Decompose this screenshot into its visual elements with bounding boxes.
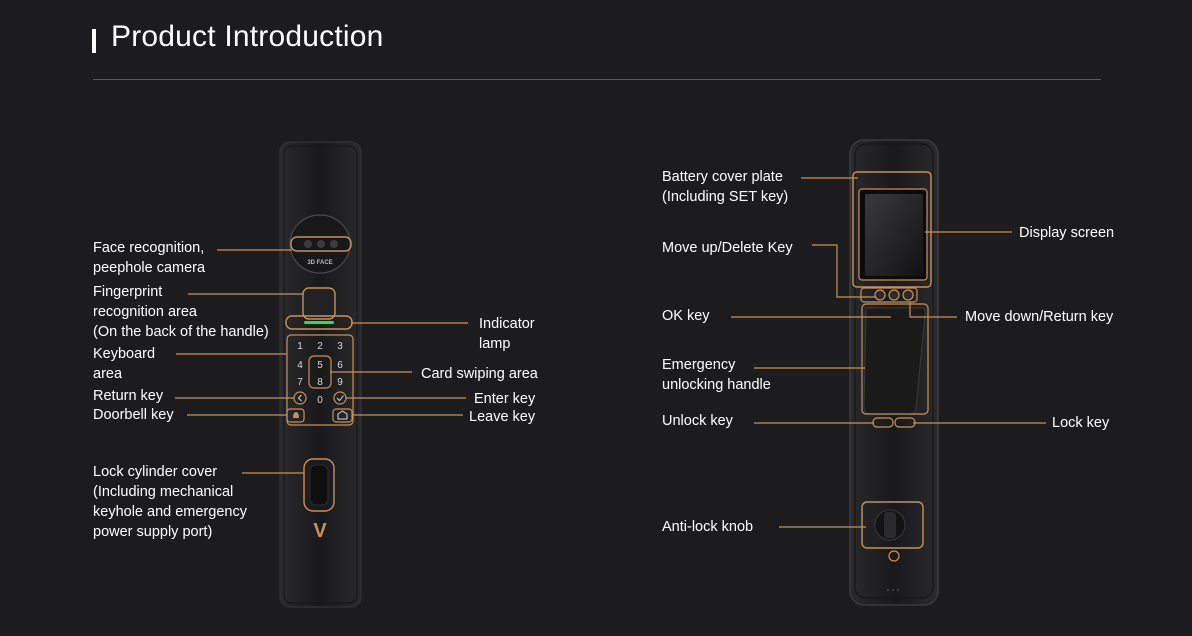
keypad: 1 2 3 4 5 6 7 8 9 0 bbox=[286, 334, 354, 426]
back-leader-lines bbox=[731, 177, 1046, 528]
keypad-digit: 0 bbox=[317, 395, 323, 406]
keypad-digit: 9 bbox=[337, 377, 343, 388]
label-ok-key: OK key bbox=[662, 308, 710, 324]
front-lock: 3D FACE 1 2 3 4 5 6 7 8 9 0 bbox=[175, 141, 468, 608]
battery-cover-icon bbox=[852, 171, 932, 288]
label-fingerprint: Fingerprint recognition area (On the bac… bbox=[93, 284, 269, 340]
display-screen-icon bbox=[858, 188, 928, 281]
label-battery-cover: Battery cover plate (Including SET key) bbox=[662, 169, 789, 205]
keypad-digit: 7 bbox=[297, 377, 303, 388]
front-leader-lines bbox=[175, 249, 468, 474]
page-title: Product Introduction bbox=[111, 20, 384, 53]
ok-key-icon bbox=[888, 289, 900, 301]
keypad-digit: 8 bbox=[317, 377, 323, 388]
label-face-recognition: Face recognition, peephole camera bbox=[93, 240, 206, 276]
title-divider bbox=[93, 79, 1101, 80]
label-unlock-key: Unlock key bbox=[662, 413, 733, 429]
camera-icon: 3D FACE bbox=[289, 214, 352, 274]
label-card-swiping-area: Card swiping area bbox=[421, 366, 538, 382]
logo: V bbox=[313, 520, 327, 542]
label-move-up-key: Move up/Delete Key bbox=[662, 240, 793, 256]
label-leave-key: Leave key bbox=[469, 409, 536, 425]
keypad-digit: 1 bbox=[297, 341, 303, 352]
keypad-digit: 4 bbox=[297, 360, 303, 371]
label-indicator-lamp: Indicator lamp bbox=[479, 316, 535, 352]
label-enter-key: Enter key bbox=[474, 391, 536, 407]
back-lock bbox=[731, 139, 1046, 606]
fingerprint-icon bbox=[302, 287, 336, 320]
lock-cylinder-cover-icon bbox=[303, 458, 335, 512]
label-emergency-handle: Emergency unlocking handle bbox=[662, 357, 771, 393]
emergency-handle-icon bbox=[861, 303, 929, 415]
label-lock-key: Lock key bbox=[1052, 415, 1110, 431]
anti-lock-knob-icon bbox=[861, 501, 924, 562]
label-display-screen: Display screen bbox=[1019, 225, 1115, 241]
back-nav-buttons bbox=[860, 287, 918, 303]
label-anti-lock-knob: Anti-lock knob bbox=[662, 519, 754, 535]
label-move-down-key: Move down/Return key bbox=[965, 309, 1114, 325]
keypad-digit: 6 bbox=[337, 360, 343, 371]
label-lock-cylinder-cover: Lock cylinder cover (Including mechanica… bbox=[93, 464, 247, 540]
label-doorbell-key: Doorbell key bbox=[93, 407, 174, 423]
camera-badge: 3D FACE bbox=[307, 260, 332, 266]
keypad-digit: 5 bbox=[317, 360, 323, 371]
keypad-digit: 3 bbox=[337, 341, 343, 352]
move-up-key-icon bbox=[874, 289, 886, 301]
keypad-digit: 2 bbox=[317, 341, 323, 352]
label-return-key: Return key bbox=[93, 388, 164, 404]
label-keyboard-area: Keyboard area bbox=[93, 346, 156, 382]
move-down-key-icon bbox=[902, 289, 914, 301]
title-accent-bar bbox=[92, 29, 96, 53]
